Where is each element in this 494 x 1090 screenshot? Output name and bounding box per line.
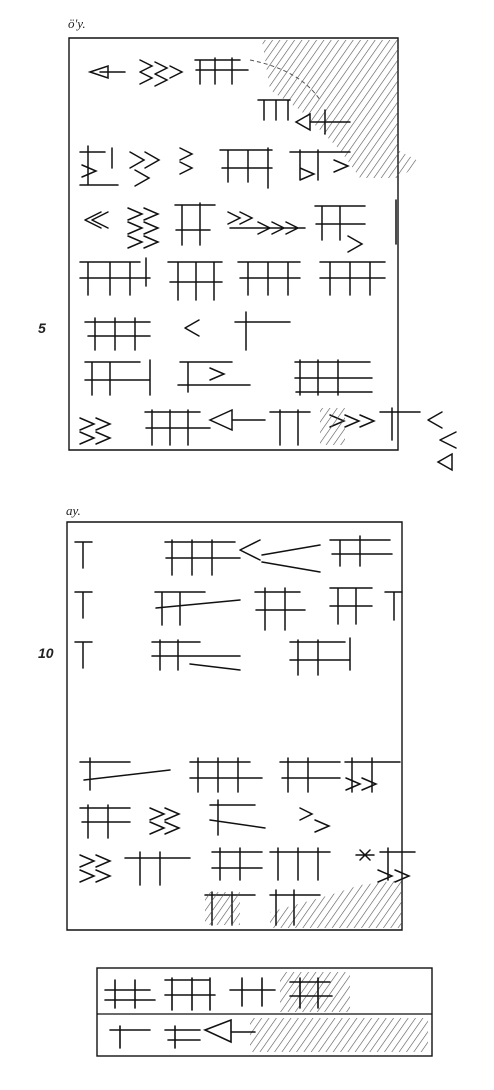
- seal-signs: [104, 977, 333, 1049]
- line-number-5: 5: [38, 320, 46, 336]
- seal-impression: [96, 967, 433, 1057]
- reverse-signs: [74, 535, 416, 926]
- obverse-signs: [79, 57, 457, 472]
- damage-area: [270, 880, 402, 928]
- section-heading-reverse: ay.: [66, 503, 81, 518]
- section-heading-obverse: ö'y.: [68, 16, 86, 31]
- obverse-panel: [68, 37, 420, 451]
- line-number-10: 10: [38, 645, 54, 661]
- reverse-panel: [66, 521, 403, 931]
- damage-area: [262, 40, 420, 178]
